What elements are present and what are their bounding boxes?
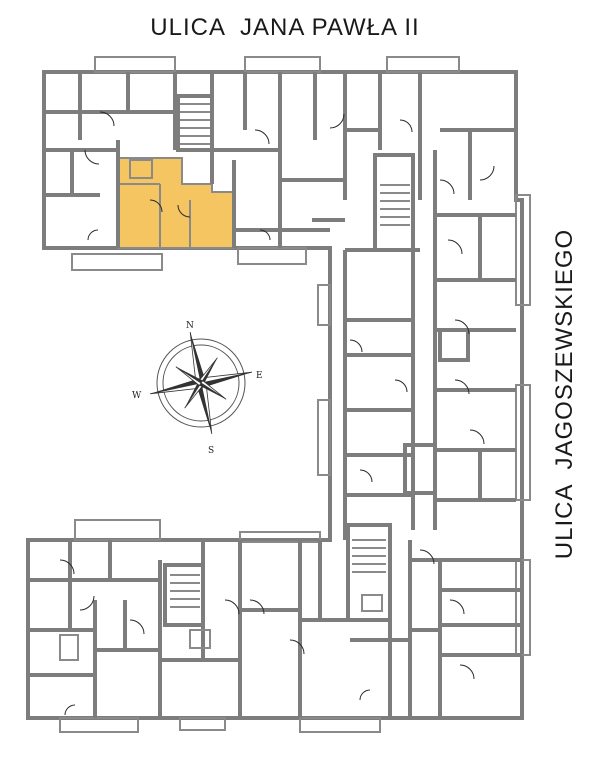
street-label-top: ULICA JANA PAWŁA II: [150, 14, 420, 41]
highlighted-apartment: [117, 157, 235, 249]
compass-north-label: N: [186, 321, 194, 331]
compass-west-label: W: [132, 391, 142, 401]
door-swings: [59, 111, 495, 716]
balconies: [59, 56, 531, 733]
compass-south-label: S: [208, 446, 214, 456]
top-wing-walls: [44, 72, 516, 252]
compass-east-label: E: [256, 371, 263, 381]
compass-rose: [150, 332, 252, 434]
bottom-wing-walls: [28, 523, 522, 718]
building-outline: [26, 70, 524, 720]
right-wing-walls: [343, 150, 516, 540]
